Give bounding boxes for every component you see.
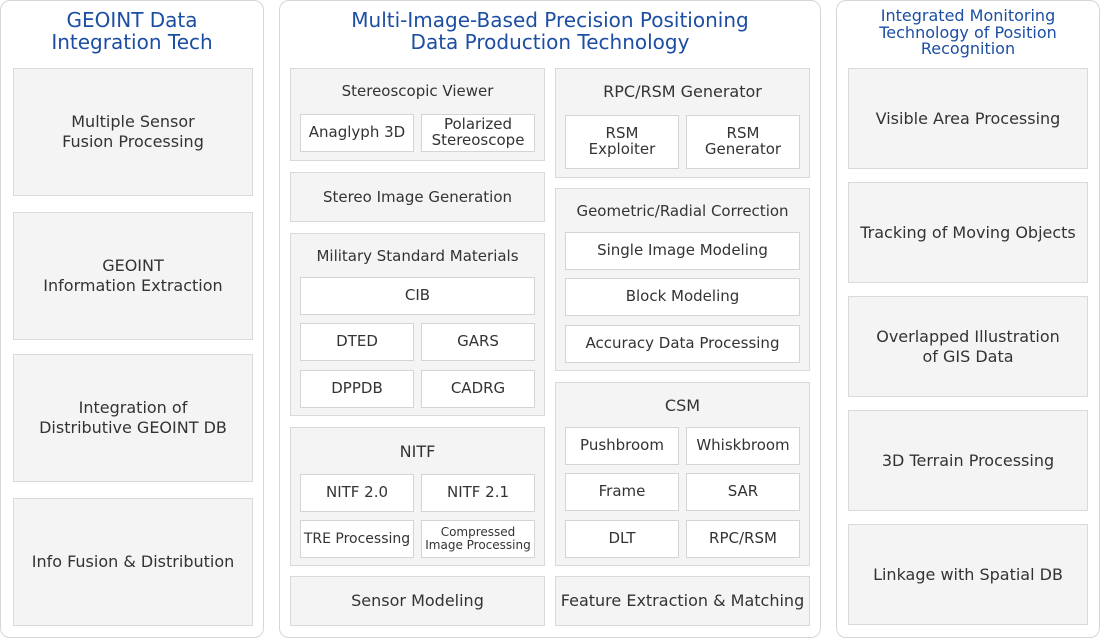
center-panel-title: Multi-Image-Based Precision Positioning … <box>351 8 749 55</box>
visible-area-processing-box: Visible Area Processing <box>848 68 1088 169</box>
accuracy-data-processing-cell: Accuracy Data Processing <box>565 325 800 363</box>
right-panel-title: Integrated Monitoring Technology of Posi… <box>879 6 1057 59</box>
stereoscopic-viewer-group: Stereoscopic Viewer Anaglyph 3D Polarize… <box>290 68 545 161</box>
stereo-image-generation-box: Stereo Image Generation <box>290 172 545 222</box>
dted-cell: DTED <box>300 323 414 361</box>
left-item-info-fusion-distribution: Info Fusion & Distribution <box>13 498 253 626</box>
rpc-rsm-cell: RPC/RSM <box>686 520 800 558</box>
rsm-exploiter-cell: RSM Exploiter <box>565 115 679 169</box>
rsm-generator-cell: RSM Generator <box>686 115 800 169</box>
military-standard-materials-group: Military Standard Materials CIB DTED GAR… <box>290 233 545 416</box>
overlapped-illustration-gis-box: Overlapped Illustration of GIS Data <box>848 296 1088 397</box>
polarized-stereoscope-cell: Polarized Stereoscope <box>421 114 535 152</box>
pushbroom-cell: Pushbroom <box>565 427 679 465</box>
dppdb-cell: DPPDB <box>300 370 414 408</box>
3d-terrain-processing-box: 3D Terrain Processing <box>848 410 1088 511</box>
left-item-distributive-geoint-db: Integration of Distributive GEOINT DB <box>13 354 253 482</box>
right-panel: Integrated Monitoring Technology of Posi… <box>836 0 1100 638</box>
left-panel-title: GEOINT Data Integration Tech <box>51 8 213 55</box>
center-panel: Multi-Image-Based Precision Positioning … <box>279 0 821 638</box>
stereoscopic-viewer-title: Stereoscopic Viewer <box>341 82 494 100</box>
geometric-radial-correction-title: Geometric/Radial Correction <box>576 202 789 220</box>
whiskbroom-cell: Whiskbroom <box>686 427 800 465</box>
gars-cell: GARS <box>421 323 535 361</box>
left-item-geoint-information-extraction: GEOINT Information Extraction <box>13 212 253 340</box>
csm-title: CSM <box>664 396 701 415</box>
block-modeling-cell: Block Modeling <box>565 278 800 316</box>
military-standard-materials-title: Military Standard Materials <box>316 247 519 265</box>
csm-group: CSM Pushbroom Whiskbroom Frame SAR DLT R… <box>555 382 810 566</box>
anaglyph-3d-cell: Anaglyph 3D <box>300 114 414 152</box>
nitf-group: NITF NITF 2.0 NITF 2.1 TRE Processing Co… <box>290 427 545 566</box>
left-panel: GEOINT Data Integration Tech Multiple Se… <box>0 0 264 638</box>
left-item-multiple-sensor-fusion: Multiple Sensor Fusion Processing <box>13 68 253 196</box>
geometric-radial-correction-group: Geometric/Radial Correction Single Image… <box>555 188 810 371</box>
nitf-title: NITF <box>399 442 436 461</box>
tracking-moving-objects-box: Tracking of Moving Objects <box>848 182 1088 283</box>
rpc-rsm-generator-group: RPC/RSM Generator RSM Exploiter RSM Gene… <box>555 68 810 178</box>
linkage-spatial-db-box: Linkage with Spatial DB <box>848 524 1088 625</box>
frame-cell: Frame <box>565 473 679 511</box>
cib-cell: CIB <box>300 277 535 315</box>
nitf-2-0-cell: NITF 2.0 <box>300 474 414 512</box>
compressed-image-processing-cell: Compressed Image Processing <box>421 520 535 558</box>
feature-extraction-matching-box: Feature Extraction & Matching <box>555 576 810 626</box>
rpc-rsm-generator-title: RPC/RSM Generator <box>603 82 762 101</box>
sensor-modeling-box: Sensor Modeling <box>290 576 545 626</box>
tre-processing-cell: TRE Processing <box>300 520 414 558</box>
cadrg-cell: CADRG <box>421 370 535 408</box>
dlt-cell: DLT <box>565 520 679 558</box>
sar-cell: SAR <box>686 473 800 511</box>
single-image-modeling-cell: Single Image Modeling <box>565 232 800 270</box>
nitf-2-1-cell: NITF 2.1 <box>421 474 535 512</box>
